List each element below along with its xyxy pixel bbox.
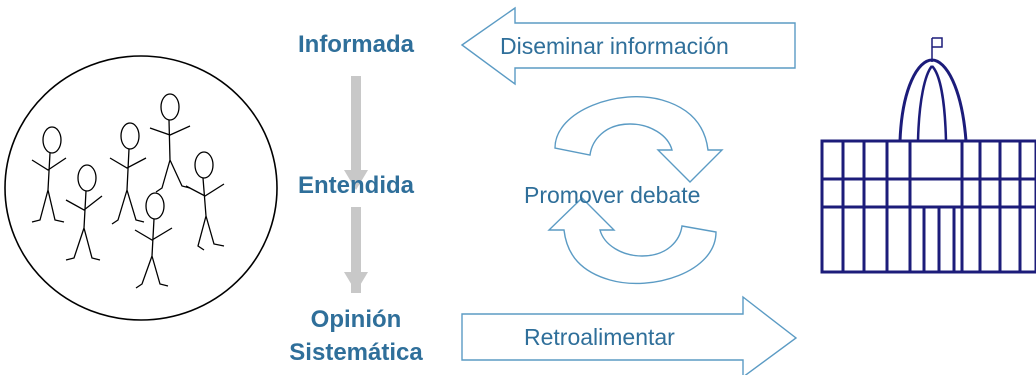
parliament-building-icon [820, 37, 1036, 274]
stick-figure [31, 126, 67, 223]
stick-figure [149, 93, 191, 193]
cycle-arrow-bottom [547, 197, 717, 285]
disseminate-label: Diseminar información [500, 33, 729, 59]
citizens-circle [4, 55, 278, 321]
down-arrow-2 [344, 207, 368, 293]
stick-figure [185, 151, 225, 251]
stage-opinion-line1: Opinión [310, 306, 402, 333]
stage-informada: Informada [297, 31, 414, 58]
citizens-group [4, 55, 278, 321]
stick-figure [109, 122, 147, 225]
disseminate-arrow-shape [460, 6, 796, 86]
feedback-arrow-shape [461, 295, 798, 375]
stage-opinion-line2: Sistemática [289, 339, 423, 366]
down-arrow-1 [344, 76, 368, 190]
stick-figures [31, 93, 225, 289]
cycle-label: Promover debate [524, 182, 701, 208]
feedback-label: Retroalimentar [524, 324, 675, 350]
cycle-arrows-icon [547, 96, 724, 285]
stick-figure [65, 164, 103, 261]
dome [898, 58, 968, 142]
stage-entendida: Entendida [297, 172, 414, 199]
stick-figure [134, 192, 173, 289]
cycle-arrow-top [554, 96, 724, 183]
